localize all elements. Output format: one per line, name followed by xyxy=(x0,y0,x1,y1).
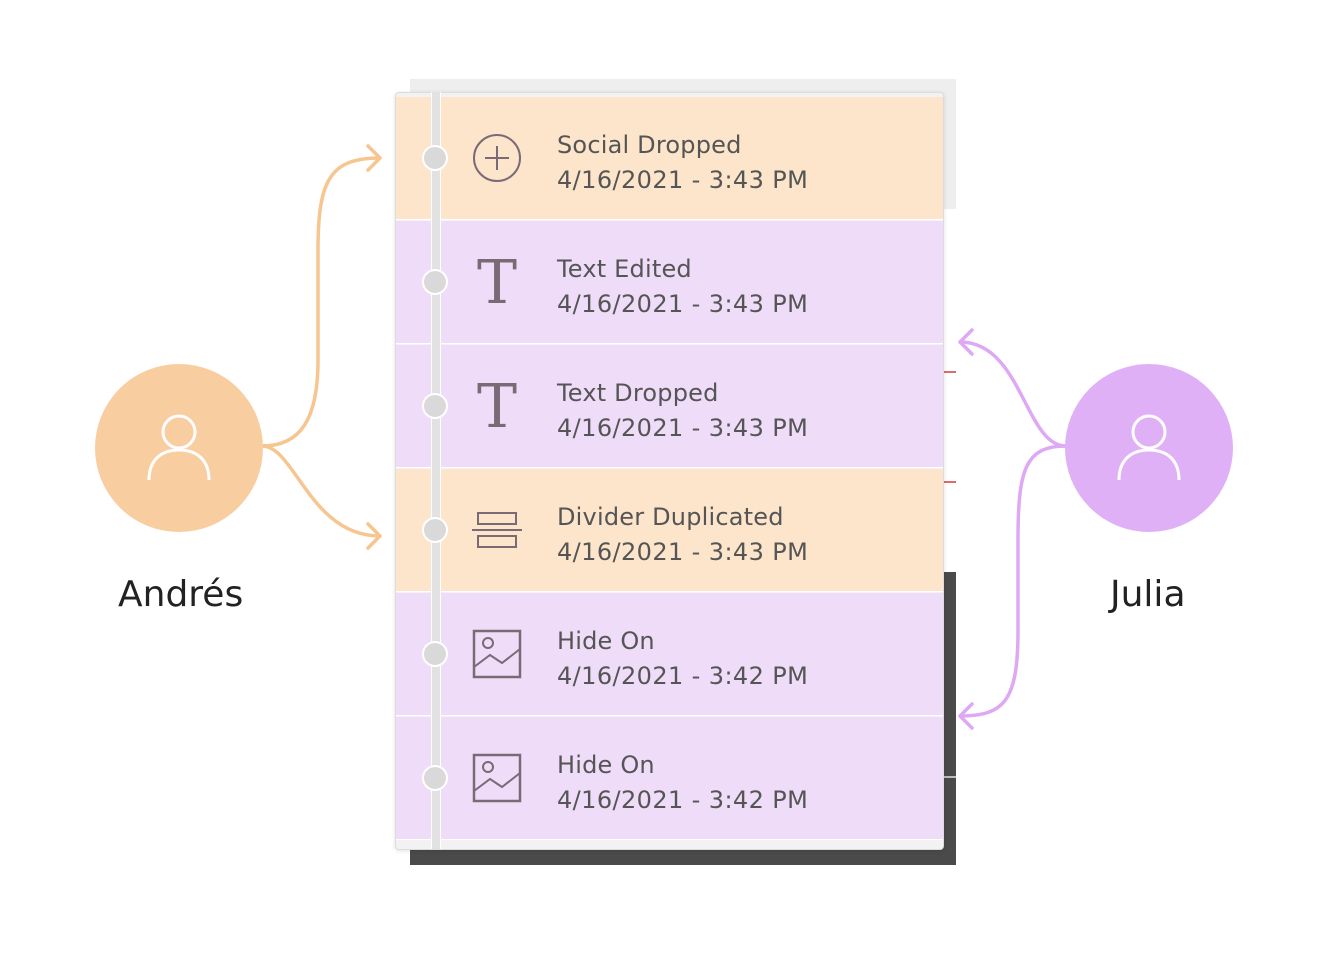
timeline-dot xyxy=(422,765,448,791)
andres-arrow-divider xyxy=(260,444,382,538)
andres-arrowhead xyxy=(366,522,382,550)
andres-arrowhead xyxy=(366,144,382,172)
user-name-julia: Julia xyxy=(1110,574,1186,615)
history-item-time: 4/16/2021 - 3:43 PM xyxy=(557,414,809,442)
history-item[interactable]: Hide On 4/16/2021 - 3:42 PM xyxy=(396,593,943,716)
timeline-dot xyxy=(422,145,448,171)
history-item-title: Hide On xyxy=(557,627,655,655)
user-icon xyxy=(147,414,211,481)
canvas-grey-rule xyxy=(940,776,956,778)
image-icon xyxy=(472,753,522,803)
history-item-time: 4/16/2021 - 3:43 PM xyxy=(557,166,809,194)
julia-arrow-text xyxy=(958,340,1068,448)
julia-arrowhead xyxy=(958,328,974,356)
svg-text:T: T xyxy=(477,381,517,431)
user-icon xyxy=(1117,414,1181,481)
andres-arrow-social xyxy=(260,156,382,448)
timeline-dot xyxy=(422,517,448,543)
history-item-time: 4/16/2021 - 3:42 PM xyxy=(557,786,809,814)
user-name-andres: Andrés xyxy=(118,574,244,615)
history-item[interactable]: Divider Duplicated 4/16/2021 - 3:43 PM xyxy=(396,469,943,592)
canvas-red-rule xyxy=(940,481,956,483)
history-item-title: Text Edited xyxy=(557,255,692,283)
svg-text:T: T xyxy=(477,257,517,307)
history-item[interactable]: Social Dropped 4/16/2021 - 3:43 PM xyxy=(396,97,943,220)
history-item-title: Text Dropped xyxy=(557,379,719,407)
text-icon: T xyxy=(477,381,517,431)
julia-arrowhead xyxy=(958,702,974,730)
julia-connectors xyxy=(958,328,1068,730)
timeline-rail xyxy=(431,92,441,849)
canvas-red-rule xyxy=(940,371,956,373)
timeline-dot xyxy=(422,393,448,419)
avatar-julia xyxy=(1065,364,1233,532)
avatar-andres xyxy=(95,364,263,532)
history-item-time: 4/16/2021 - 3:43 PM xyxy=(557,290,809,318)
history-item[interactable]: T Text Dropped 4/16/2021 - 3:43 PM xyxy=(396,345,943,468)
divider-icon xyxy=(472,512,522,548)
circle-plus-icon xyxy=(473,134,521,182)
timeline-dot xyxy=(422,641,448,667)
andres-connectors xyxy=(260,144,382,550)
history-item-time: 4/16/2021 - 3:42 PM xyxy=(557,662,809,690)
history-item[interactable]: T Text Edited 4/16/2021 - 3:43 PM xyxy=(396,221,943,344)
history-item-time: 4/16/2021 - 3:43 PM xyxy=(557,538,809,566)
timeline-dot xyxy=(422,269,448,295)
image-icon xyxy=(472,629,522,679)
history-item-title: Divider Duplicated xyxy=(557,503,784,531)
history-item-title: Hide On xyxy=(557,751,655,779)
julia-arrow-image xyxy=(958,444,1068,718)
text-icon: T xyxy=(477,257,517,307)
history-item[interactable]: Hide On 4/16/2021 - 3:42 PM xyxy=(396,717,943,840)
history-panel: Social Dropped 4/16/2021 - 3:43 PM T Tex… xyxy=(395,92,944,850)
history-item-title: Social Dropped xyxy=(557,131,742,159)
